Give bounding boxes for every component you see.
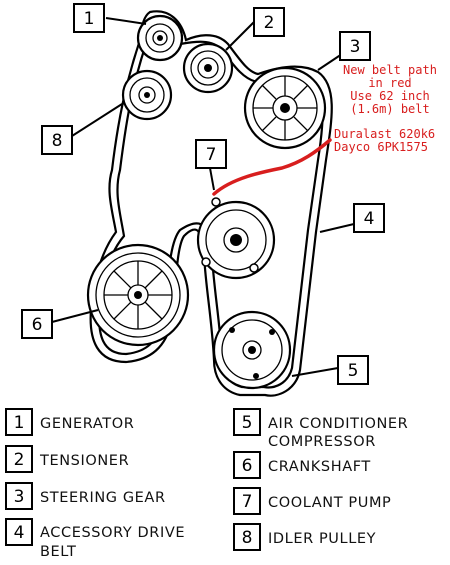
callout-3: 3 [339,31,371,61]
part-number-dayco: Dayco 6PK1575 [334,140,428,154]
callout-5: 5 [337,355,369,385]
legend-item-7: 7 COOLANT PUMP [233,487,391,515]
generator-pulley [136,14,184,62]
belt-note-line-3: Use 62 inch [350,89,429,103]
part-numbers: Duralast 620k6 Dayco 6PK1575 [334,127,435,154]
legend-num-6: 6 [242,456,253,476]
legend-label-4a: ACCESSORY DRIVE [40,525,185,541]
callout-8: 8 [41,125,73,155]
callout-8-label: 8 [52,131,63,151]
legend-item-4: 4 ACCESSORY DRIVE BELT [5,518,185,560]
legend-num-5: 5 [242,413,253,433]
legend-label-8: IDLER PULLEY [268,531,376,547]
legend-label-6: CRANKSHAFT [268,459,371,475]
legend-item-1: 1 GENERATOR [5,408,134,436]
legend-label-4b: BELT [40,544,76,560]
belt-note-line-1: New belt path [343,63,437,77]
legend: 1 GENERATOR 2 TENSIONER 3 STEERING GEAR … [5,408,408,560]
legend-num-3: 3 [14,487,25,507]
belt-note-line-2: in red [368,76,411,90]
new-belt-path [212,138,332,196]
callout-6-label: 6 [32,315,43,335]
legend-item-8: 8 IDLER PULLEY [233,523,376,551]
legend-label-5a: AIR CONDITIONER [268,416,408,432]
callout-2: 2 [253,7,285,37]
callout-2-label: 2 [264,13,275,33]
legend-label-2: TENSIONER [39,453,129,469]
callout-7-label: 7 [206,145,217,165]
coolant-pump-pulley [196,197,276,280]
legend-num-4: 4 [14,523,25,543]
legend-item-5: 5 AIR CONDITIONER COMPRESSOR [233,408,408,450]
callout-3-label: 3 [350,37,361,57]
callout-7: 7 [195,139,227,169]
legend-item-6: 6 CRANKSHAFT [233,451,371,479]
callout-1: 1 [73,3,105,33]
callout-5-label: 5 [348,361,359,381]
steering-gear-pulley [243,66,327,150]
ac-compressor-pulley [212,310,292,390]
legend-label-1: GENERATOR [40,416,134,432]
legend-item-3: 3 STEERING GEAR [5,482,166,510]
callout-4-label: 4 [364,209,375,229]
idler-pulley [121,69,173,121]
callout-1-label: 1 [84,9,95,29]
leader-lines [51,17,355,377]
legend-num-7: 7 [242,492,253,512]
legend-num-8: 8 [242,528,253,548]
tensioner-pulley [182,42,234,94]
legend-num-2: 2 [14,450,25,470]
belt-note-line-4: (1.6m) belt [350,102,429,116]
legend-item-2: 2 TENSIONER [5,445,129,473]
legend-label-7: COOLANT PUMP [268,495,391,511]
part-number-duralast: Duralast 620k6 [334,127,435,141]
crankshaft-pulley [86,243,190,347]
callout-6: 6 [21,309,53,339]
legend-num-1: 1 [14,413,25,433]
callout-4: 4 [353,203,385,233]
legend-label-3: STEERING GEAR [40,490,166,506]
belt-note: New belt path in red Use 62 inch (1.6m) … [343,63,437,116]
legend-label-5b: COMPRESSOR [268,434,376,450]
